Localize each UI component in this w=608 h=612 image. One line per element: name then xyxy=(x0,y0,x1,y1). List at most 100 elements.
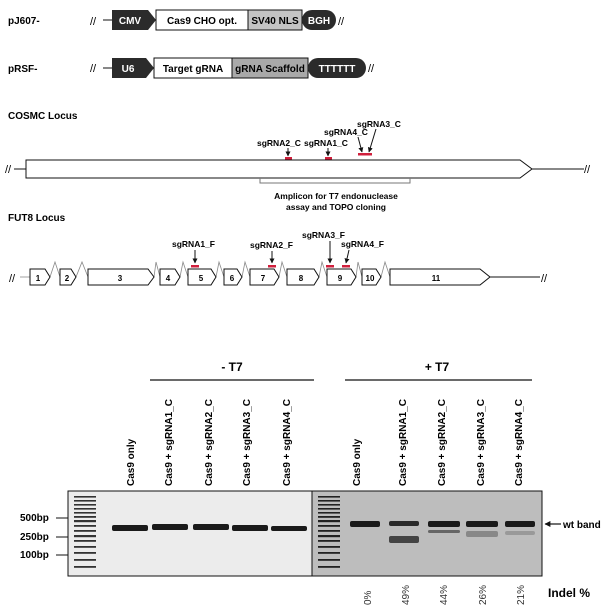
svg-text://: // xyxy=(9,273,16,285)
svg-text://: // xyxy=(90,63,97,75)
polyt-terminator xyxy=(308,58,366,78)
intron-lines xyxy=(20,260,391,278)
svg-text:0%: 0% xyxy=(363,590,374,605)
svg-text://: // xyxy=(368,63,375,75)
bands-plus-t7 xyxy=(350,521,535,543)
svg-text:4: 4 xyxy=(166,274,171,283)
exon-2 xyxy=(59,268,77,286)
u6-promoter xyxy=(112,58,154,78)
gel-panel: - T7 + T7 Cas9 only Cas9 + sgRNA1_C Cas9… xyxy=(20,360,601,605)
guide-label: sgRNA4_C xyxy=(324,127,368,137)
svg-text:7: 7 xyxy=(261,274,266,283)
amplicon-label: assay and TOPO cloning xyxy=(286,202,386,212)
amplicon-label: Amplicon for T7 endonuclease xyxy=(274,191,398,201)
svg-text:Cas9 + sgRNA3_C: Cas9 + sgRNA3_C xyxy=(476,399,487,486)
gel-plus-t7 xyxy=(311,490,543,577)
svg-text:Cas9 only: Cas9 only xyxy=(352,438,363,486)
svg-text:44%: 44% xyxy=(439,585,450,605)
construct-label: pRSF- xyxy=(8,64,37,75)
guide-label: sgRNA2_F xyxy=(250,240,293,250)
exon-6 xyxy=(223,268,243,286)
svg-text:CMV: CMV xyxy=(119,16,142,27)
exon-7 xyxy=(249,268,280,286)
svg-text:Cas9 + sgRNA2_C: Cas9 + sgRNA2_C xyxy=(437,399,448,486)
guide-label: sgRNA3_C xyxy=(357,119,401,129)
svg-text:gRNA Scaffold: gRNA Scaffold xyxy=(235,64,305,75)
guide-label: sgRNA1_F xyxy=(172,239,215,249)
guide-mark xyxy=(268,265,276,268)
exon-3 xyxy=(87,268,155,286)
bands-minus-t7 xyxy=(112,524,307,531)
svg-text:11: 11 xyxy=(432,274,441,283)
cmv-promoter xyxy=(112,10,156,30)
svg-text:3: 3 xyxy=(118,274,123,283)
svg-text://: // xyxy=(5,164,12,176)
exon-8 xyxy=(286,268,320,286)
guide-mark xyxy=(365,153,372,156)
svg-text:Cas9 + sgRNA1_C: Cas9 + sgRNA1_C xyxy=(164,399,175,486)
exon-4 xyxy=(159,268,181,286)
marker-250bp: 250bp xyxy=(20,532,49,543)
svg-text:Cas9 CHO opt.: Cas9 CHO opt. xyxy=(167,16,237,27)
svg-text:26%: 26% xyxy=(478,585,489,605)
svg-text:10: 10 xyxy=(366,274,375,283)
svg-text://: // xyxy=(584,164,591,176)
minus-t7-label: - T7 xyxy=(221,360,243,374)
exon-11 xyxy=(389,268,491,286)
construct-pj607: pJ607- // CMV Cas9 CHO opt. SV40 NLS BGH… xyxy=(8,9,345,31)
ladder-right xyxy=(318,496,340,568)
svg-text:6: 6 xyxy=(230,274,235,283)
construct-label: pJ607- xyxy=(8,16,40,27)
marker-100bp: 100bp xyxy=(20,550,49,561)
svg-text:Cas9 + sgRNA2_C: Cas9 + sgRNA2_C xyxy=(204,399,215,486)
guide-label: sgRNA2_C xyxy=(257,138,301,148)
svg-text:21%: 21% xyxy=(516,585,527,605)
exon-5 xyxy=(187,268,217,286)
svg-text://: // xyxy=(541,273,548,285)
svg-text:2: 2 xyxy=(65,274,70,283)
svg-text:Target gRNA: Target gRNA xyxy=(163,64,223,75)
svg-text:U6: U6 xyxy=(122,64,135,75)
svg-text:Cas9 + sgRNA3_C: Cas9 + sgRNA3_C xyxy=(242,399,253,486)
guide-mark xyxy=(358,153,365,156)
plus-t7-label: + T7 xyxy=(425,360,450,374)
guide-label: sgRNA1_C xyxy=(304,138,348,148)
exon-9 xyxy=(326,268,357,286)
svg-text://: // xyxy=(338,16,345,28)
guide-mark xyxy=(191,265,199,268)
svg-text:Cas9 + sgRNA1_C: Cas9 + sgRNA1_C xyxy=(398,399,409,486)
ladder-left xyxy=(74,496,96,568)
guide-label: sgRNA4_F xyxy=(341,239,384,249)
guide-label: sgRNA3_F xyxy=(302,230,345,240)
svg-text:Cas9 + sgRNA4_C: Cas9 + sgRNA4_C xyxy=(282,399,293,486)
guide-mark xyxy=(342,265,350,268)
svg-text:Cas9 only: Cas9 only xyxy=(126,438,137,486)
guide-mark xyxy=(326,265,334,268)
svg-text:5: 5 xyxy=(199,274,204,283)
cosmc-locus: COSMC Locus // // sgRNA2_C sgRNA1_C sgRN… xyxy=(5,111,591,212)
svg-text:BGH: BGH xyxy=(308,16,330,27)
exon-1 xyxy=(29,268,51,286)
bgh-polya xyxy=(302,10,336,30)
cosmc-title: COSMC Locus xyxy=(8,111,78,122)
exon-10 xyxy=(361,268,382,286)
guide-mark xyxy=(285,157,292,160)
construct-prsf: pRSF- // U6 Target gRNA gRNA Scaffold TT… xyxy=(8,57,375,79)
fut8-title: FUT8 Locus xyxy=(8,213,66,224)
svg-text:49%: 49% xyxy=(401,585,412,605)
svg-text:TTTTTT: TTTTTT xyxy=(319,64,356,75)
svg-text:Cas9 + sgRNA4_C: Cas9 + sgRNA4_C xyxy=(514,399,525,486)
indel-values: 0% 49% 44% 26% 21% xyxy=(363,585,527,605)
svg-text:SV40 NLS: SV40 NLS xyxy=(251,16,299,27)
fut8-locus: FUT8 Locus // 1 2 3 4 5 6 7 xyxy=(8,213,548,286)
amplicon-bracket xyxy=(259,178,411,184)
guide-mark xyxy=(325,157,332,160)
wt-band-label: wt band xyxy=(562,520,601,531)
cosmc-gene xyxy=(25,159,533,179)
lane-labels: Cas9 only Cas9 + sgRNA1_C Cas9 + sgRNA2_… xyxy=(126,399,525,486)
gel-minus-t7 xyxy=(67,490,313,577)
svg-text:1: 1 xyxy=(36,274,41,283)
indel-title: Indel % xyxy=(548,586,590,600)
break-mark: // xyxy=(90,16,97,28)
svg-text:8: 8 xyxy=(299,274,304,283)
